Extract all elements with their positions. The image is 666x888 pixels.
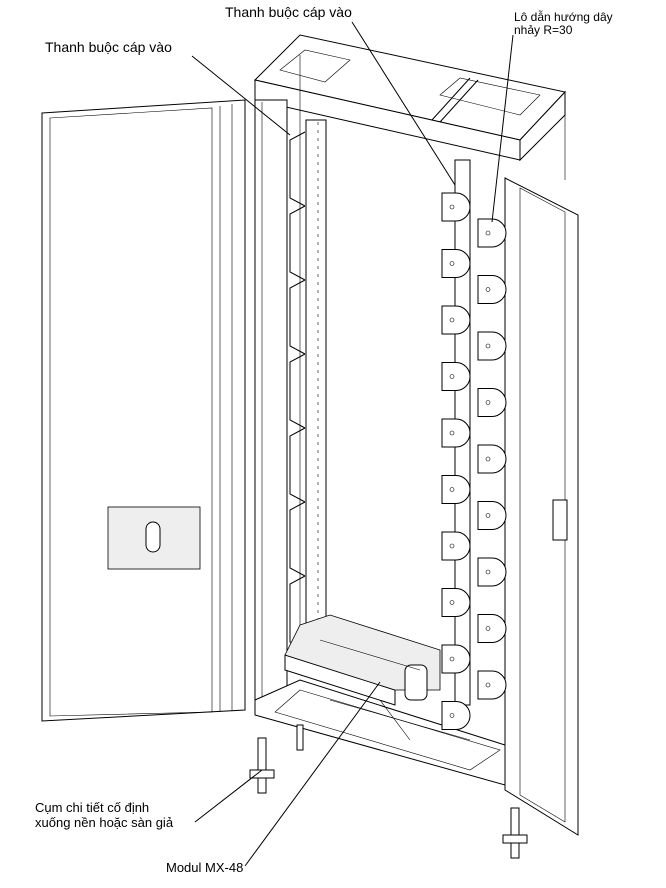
spool [441, 362, 471, 391]
label-spool: Lô dẫn hướng dây nhảy R=30 [514, 11, 613, 37]
spool [441, 701, 471, 730]
spool [477, 557, 507, 587]
cable-bar-segment [289, 427, 306, 503]
left-rail [305, 119, 327, 626]
spool [441, 531, 471, 561]
module-mx48 [284, 614, 441, 706]
left-door [41, 99, 246, 722]
spool [477, 388, 507, 417]
label-floor-fixing: Cụm chi tiết cố định xuống nền hoặc sàn … [35, 800, 173, 830]
cable-bar-segment [289, 131, 306, 207]
label-cable-bar-left: Thanh buộc cáp vào [45, 39, 172, 55]
cabinet-top [254, 34, 566, 162]
spool [477, 670, 507, 700]
spool [441, 418, 471, 448]
label-module: Modul MX-48 [166, 860, 244, 875]
cable-spools [441, 192, 507, 730]
right-door [504, 177, 579, 836]
spool [477, 501, 507, 530]
label-spool-line2: nhảy R=30 [514, 23, 573, 37]
spool [441, 305, 471, 335]
spool [477, 614, 507, 643]
cable-bars [289, 131, 306, 651]
cable-bar-segment [289, 279, 306, 355]
spool [441, 192, 471, 222]
spool [477, 444, 507, 474]
floor-fixing-legs [249, 724, 528, 859]
right-door-latch [552, 499, 568, 541]
spool [441, 644, 471, 674]
spool [441, 249, 471, 278]
cabinet-body [254, 55, 566, 786]
spool [441, 475, 471, 504]
door-handle-slot [145, 521, 161, 553]
spool [441, 588, 471, 617]
label-fixing-line2: xuống nền hoặc sàn giả [35, 815, 174, 830]
cable-bar-segment [289, 353, 306, 429]
spool [477, 331, 507, 361]
cable-bar-segment [289, 501, 306, 577]
label-spool-line1: Lô dẫn hướng dây [514, 10, 613, 24]
leader-lines [191, 21, 514, 867]
label-fixing-line1: Cụm chi tiết cố định [35, 800, 150, 815]
spool [477, 275, 507, 304]
cable-bar-segment [289, 205, 306, 281]
spool [477, 218, 507, 248]
label-cable-bar-top: Thanh buộc cáp vào [225, 4, 352, 20]
